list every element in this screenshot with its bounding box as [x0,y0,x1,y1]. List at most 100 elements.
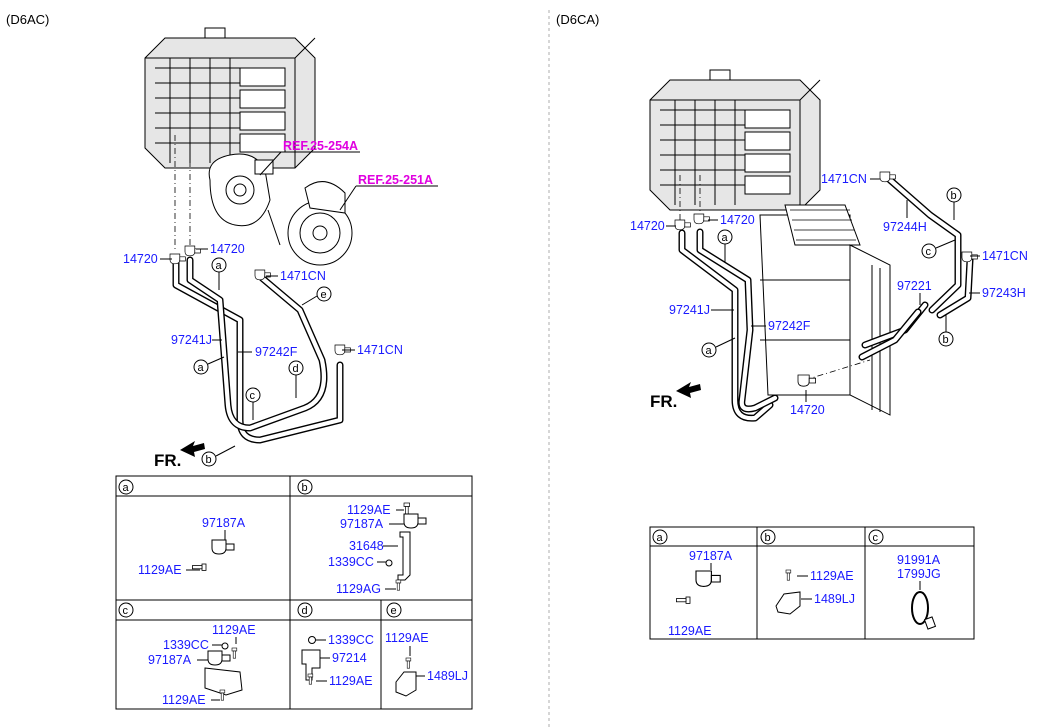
left-e-bolt-icon [405,657,412,669]
right-b-1129ae[interactable]: 1129AE [810,569,854,583]
right-b-1489lj[interactable]: 1489LJ [814,592,855,606]
left-label-1471cn-b[interactable]: 1471CN [357,343,403,357]
left-b-97187a[interactable]: 97187A [340,517,384,531]
left-a-1129ae[interactable]: 1129AE [138,563,182,577]
right-label-97242f[interactable]: 97242F [768,319,811,333]
right-hose-97243h [936,256,974,319]
left-clamp-14720-a [169,253,186,265]
power-steering-pump [287,181,353,266]
right-table-cell-c-header: c [868,529,884,545]
left-c-97187a[interactable]: 97187A [148,653,192,667]
left-a-97187a[interactable]: 97187A [202,516,246,530]
right-callout-b-top[interactable]: b [946,187,962,220]
right-c-cable-tie-icon [911,591,929,625]
left-c-1129ae-bottom[interactable]: 1129AE [162,693,206,707]
left-b-1129ag[interactable]: 1129AG [336,582,381,596]
left-e-1489lj[interactable]: 1489LJ [427,669,468,683]
left-b-1129ae[interactable]: 1129AE [347,503,391,517]
left-section-title: (D6AC) [6,12,49,27]
svg-text:d: d [293,363,299,375]
right-b-clamp-icon [775,591,801,615]
right-clamp-14720-left [674,219,691,231]
right-callout-c[interactable]: c [921,239,956,259]
left-b-bolt-2-icon [395,579,402,591]
left-d-1129ae[interactable]: 1129AE [329,674,373,688]
right-label-97243h[interactable]: 97243H [982,286,1026,300]
left-table-cell-c-header: c [118,602,134,618]
svg-text:a: a [706,345,713,357]
right-callout-b-bottom[interactable]: b [938,315,954,347]
left-b-31648[interactable]: 31648 [349,539,384,553]
right-hvac-unit [649,69,821,211]
left-callout-d[interactable]: d [288,360,304,398]
left-table-cell-e-header: e [386,602,402,618]
right-a-1129ae[interactable]: 1129AE [668,624,712,638]
left-b-bolt-icon [403,502,410,516]
left-a-bolt-icon [191,563,207,571]
right-front-label: FR. [650,392,677,411]
right-label-1471cn-top[interactable]: 1471CN [821,172,867,186]
right-label-14720-left[interactable]: 14720 [630,219,665,233]
left-d-97214[interactable]: 97214 [332,651,367,665]
right-a-clamp-icon [695,570,721,587]
right-label-97244h[interactable]: 97244H [883,220,927,234]
svg-text:b: b [765,532,771,544]
left-d-bracket-icon [301,649,321,681]
left-callout-b[interactable]: b [201,445,236,467]
left-label-14720-b[interactable]: 14720 [210,242,245,256]
right-label-97221[interactable]: 97221 [897,279,932,293]
right-c-91991a[interactable]: 91991A [897,553,941,567]
svg-text:b: b [302,482,308,494]
left-parts-table [115,475,473,710]
left-e-1129ae[interactable]: 1129AE [385,631,429,645]
right-section-title: (D6CA) [556,12,599,27]
right-label-14720-top[interactable]: 14720 [720,213,755,227]
compressor [208,153,281,246]
left-callout-e[interactable]: e [301,286,332,306]
right-front-arrow-icon [676,382,701,398]
left-clamp-14720-b [184,245,201,257]
left-c-bolt-2-icon [219,689,226,701]
svg-text:b: b [951,190,957,202]
left-hose-97241j [172,258,344,444]
right-callout-a-bottom[interactable]: a [701,337,736,358]
left-callout-a-top[interactable]: a [211,257,227,290]
right-label-14720-bottom[interactable]: 14720 [790,403,825,417]
right-a-97187a[interactable]: 97187A [689,549,733,563]
left-c-clamp-icon [207,650,231,666]
left-b-1339cc[interactable]: 1339CC [328,555,374,569]
right-label-97241j[interactable]: 97241J [669,303,710,317]
right-c-1799jg[interactable]: 1799JG [897,567,941,581]
left-c-1339cc[interactable]: 1339CC [163,638,209,652]
left-callout-a-bottom[interactable]: a [193,356,225,375]
left-label-97242f[interactable]: 97242F [255,345,298,359]
left-table-cell-a-header: a [118,479,134,495]
right-table-cell-a-header: a [652,529,668,545]
right-callout-a-top[interactable]: a [717,229,733,262]
left-b-nut-icon [385,559,393,567]
left-c-1129ae-top[interactable]: 1129AE [212,623,256,637]
left-table-cell-d-header: d [297,602,313,618]
left-ref-254a[interactable]: REF.25-254A [283,139,358,153]
left-callout-c[interactable]: c [245,387,261,420]
right-table-cell-b-header: b [760,529,776,545]
left-a-clamp-icon [211,539,235,555]
right-hose-97242f [696,228,779,413]
left-clamp-1471cn-a [254,269,271,281]
left-table-cell-b-header: b [297,479,313,495]
left-e-clamp-icon [395,671,417,697]
svg-text:a: a [198,362,205,374]
svg-text:c: c [250,390,256,402]
left-label-14720-a[interactable]: 14720 [123,252,158,266]
right-a-bolt-icon [676,596,691,604]
left-d-1339cc[interactable]: 1339CC [328,633,374,647]
svg-text:d: d [302,605,308,617]
radiator [759,204,891,416]
right-label-1471cn-right[interactable]: 1471CN [982,249,1028,263]
svg-text:c: c [123,605,129,617]
left-ref-251a[interactable]: REF.25-251A [358,173,433,187]
left-label-1471cn-a[interactable]: 1471CN [280,269,326,283]
left-label-97241j[interactable]: 97241J [171,333,212,347]
right-hose-97241j [678,229,774,422]
